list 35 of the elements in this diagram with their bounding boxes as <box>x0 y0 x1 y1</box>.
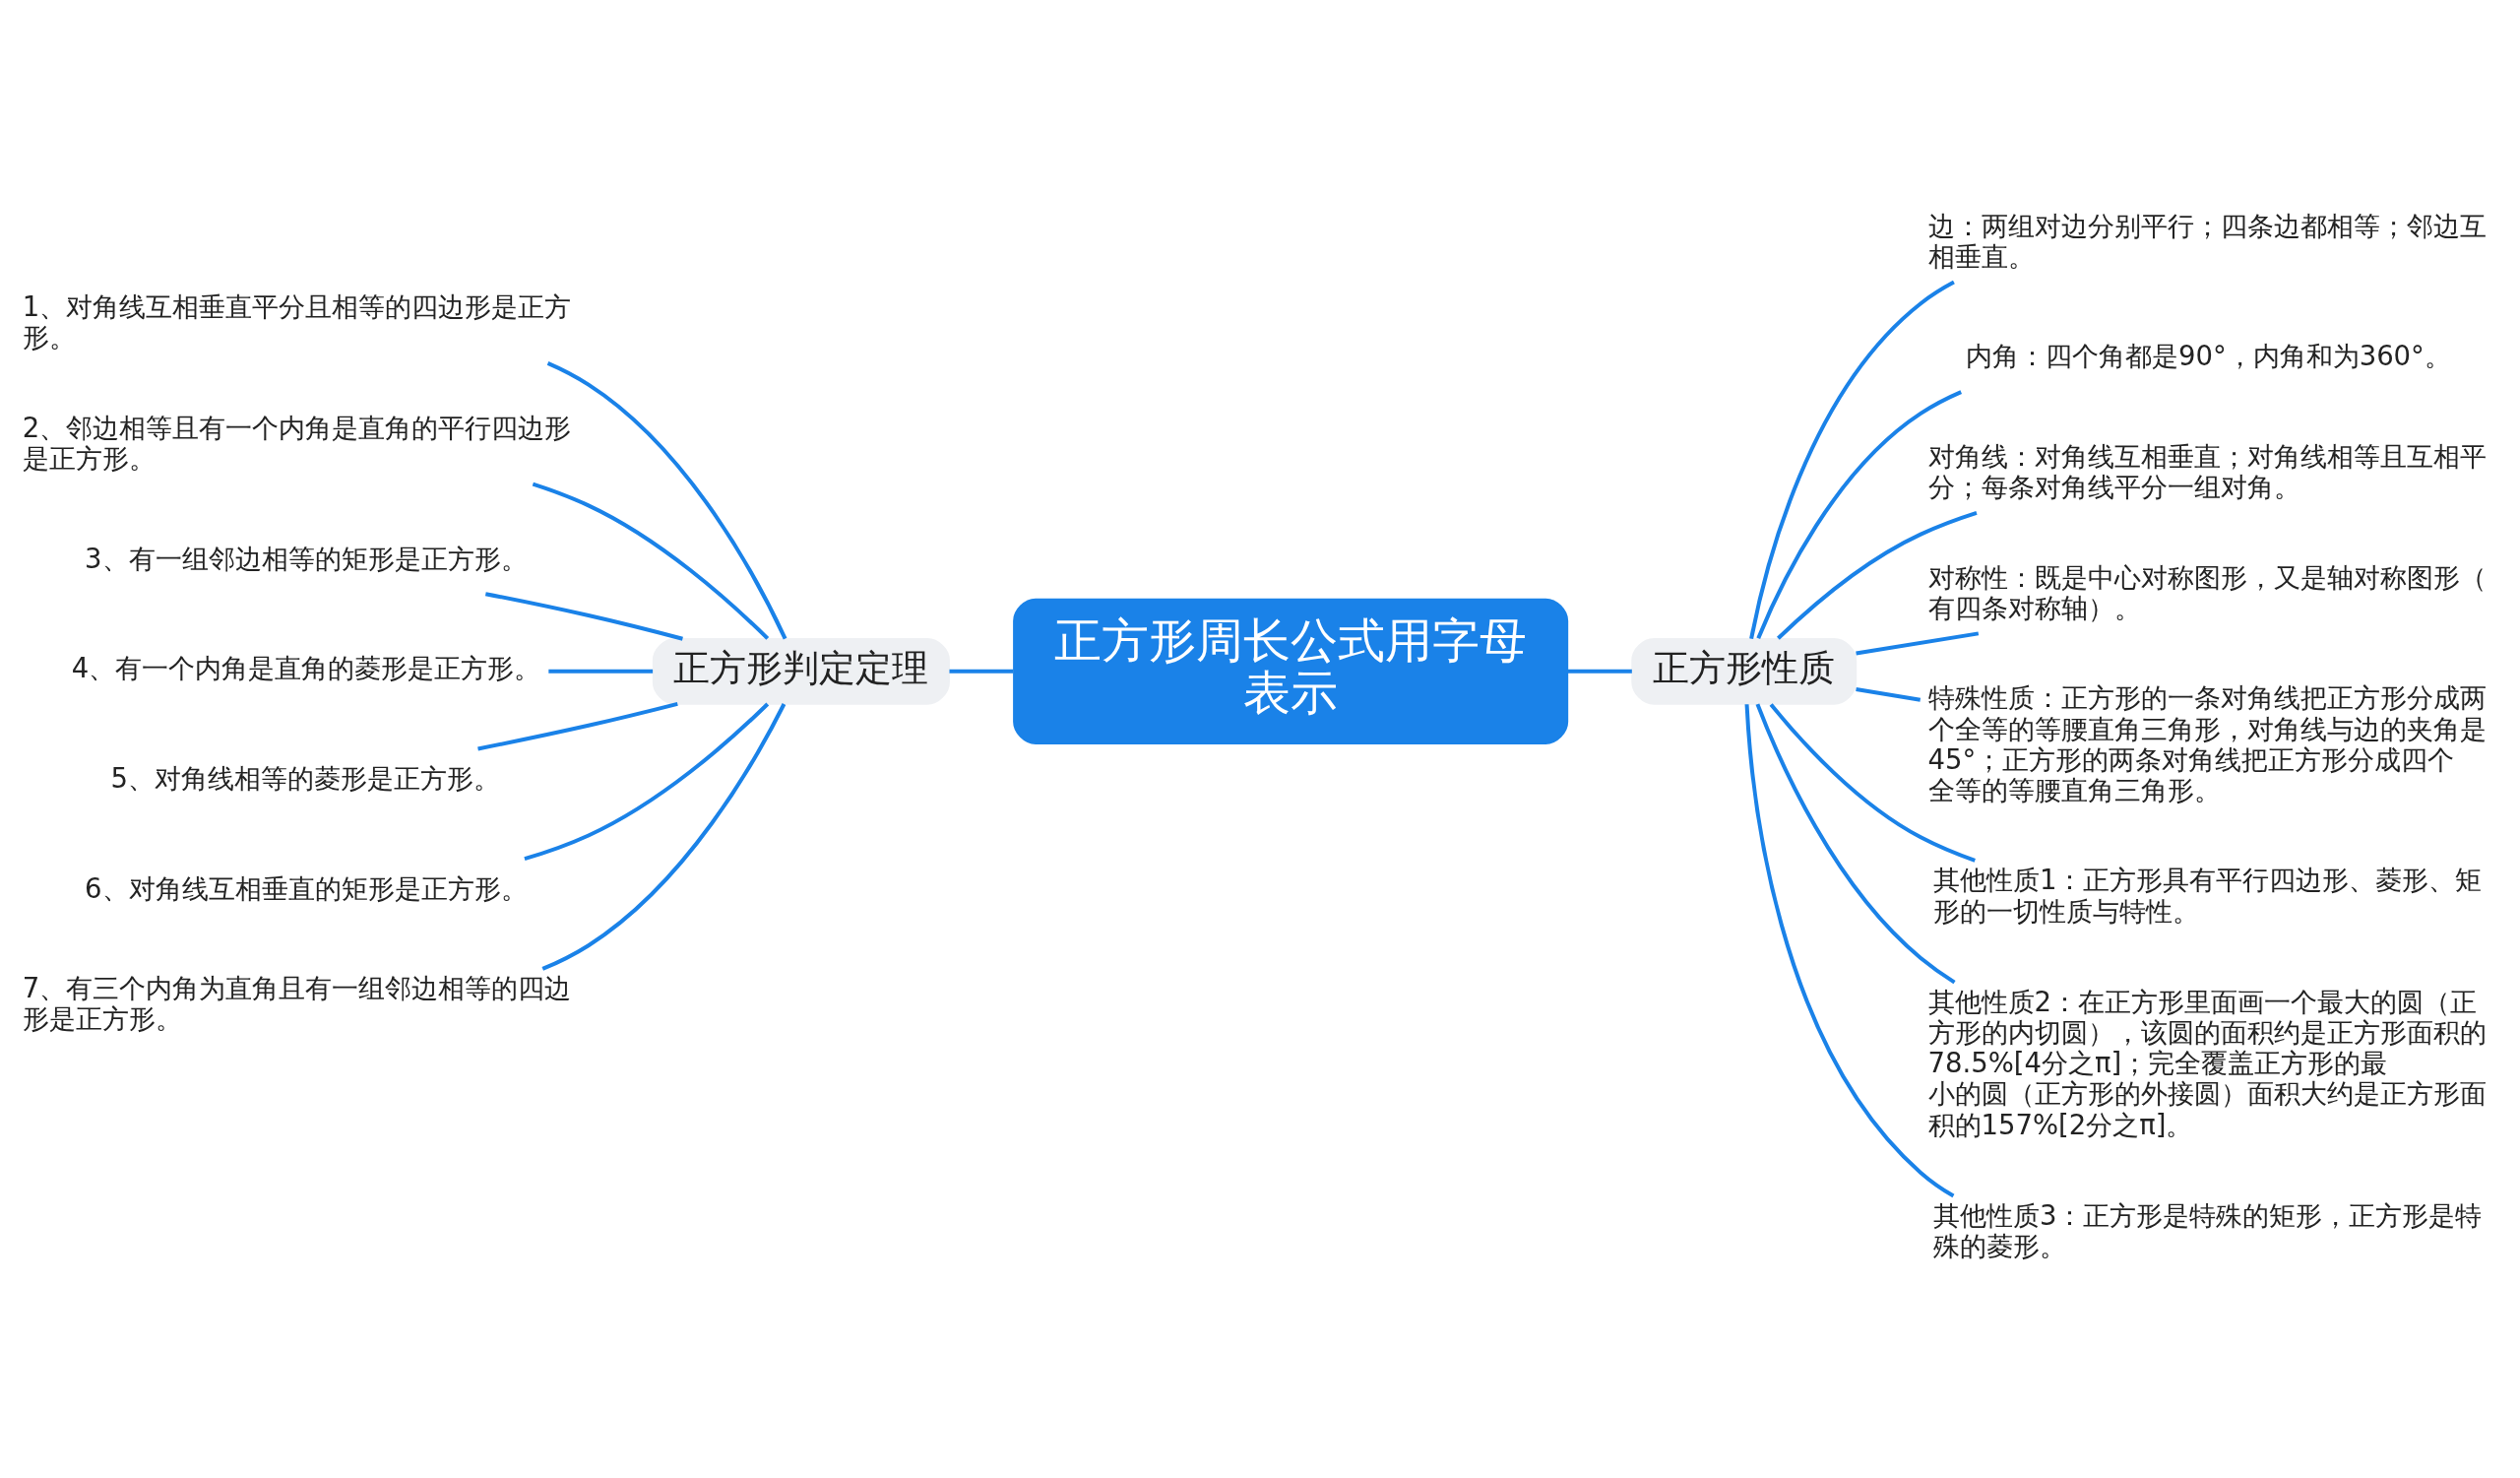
node-text: 内角：四个角都是90°，内角和为360°。 <box>1965 341 2451 372</box>
node-text: 4、有一个内角是直角的菱形是正方形。 <box>71 653 541 684</box>
connector <box>548 669 654 674</box>
node-text: 3、有一组邻边相等的矩形是正方形。 <box>85 543 528 574</box>
connector <box>477 701 678 751</box>
node-text: 其他性质2：在正方形里面画一个最大的圆（正方形的内切圆），该圆的面积约是正方形面积的78.5%[4分之π]；完全覆盖正方形的最小的圆（正方形的外接圆）面积大约是正方形面积的157%[2分之π]。 <box>1927 987 2487 1140</box>
connector <box>1856 687 1922 702</box>
node-text: 1、对角线互相垂直平分且相等的四边形是正方形。 <box>22 291 572 353</box>
connector <box>1856 631 1980 656</box>
connector <box>1567 669 1632 674</box>
connector <box>1744 704 1955 1198</box>
connector <box>949 669 1014 674</box>
node-text: 5、对角线相等的菱形是正方形。 <box>110 762 501 794</box>
connector <box>541 703 787 971</box>
connector <box>1755 703 1956 985</box>
connector <box>484 592 683 641</box>
node-box: 正方形性质 <box>1631 637 1858 705</box>
connector <box>1777 511 1978 640</box>
connector <box>1756 390 1963 639</box>
node-text: 其他性质1：正方形具有平行四边形、菱形、矩形的一切性质与特性。 <box>1933 865 2483 927</box>
node-text: 7、有三个内角为直角且有一组邻边相等的四边形是正方形。 <box>22 973 572 1035</box>
node-text: 2、邻边相等且有一个内角是直角的平行四边形是正方形。 <box>22 412 572 474</box>
node-box: 正方形周长公式用字母表示 <box>1013 598 1569 744</box>
node-text: 特殊性质：正方形的一条对角线把正方形分成两个全等的等腰直角三角形，对角线与边的夹角是45°；正方形的两条对角线把正方形分成四个全等的等腰直角三角形。 <box>1927 682 2487 805</box>
node-text: 对角线：对角线互相垂直；对角线相等且互相平分；每条对角线平分一组对角。 <box>1927 441 2487 503</box>
connector <box>1769 703 1976 863</box>
connector <box>546 361 788 640</box>
node-text: 对称性：既是中心对称图形，又是轴对称图形（有四条对称轴）。 <box>1927 561 2487 623</box>
node-text: 6、对角线互相垂直的矩形是正方形。 <box>85 872 528 904</box>
node-text: 其他性质3：正方形是特殊的矩形，正方形是特殊的菱形。 <box>1933 1200 2483 1262</box>
node-box: 正方形判定定理 <box>652 637 950 705</box>
connector <box>524 702 770 862</box>
connector <box>532 482 770 640</box>
connector <box>1749 280 1955 640</box>
node-text: 边：两组对边分别平行；四条边都相等；邻边互相垂直。 <box>1927 210 2487 272</box>
